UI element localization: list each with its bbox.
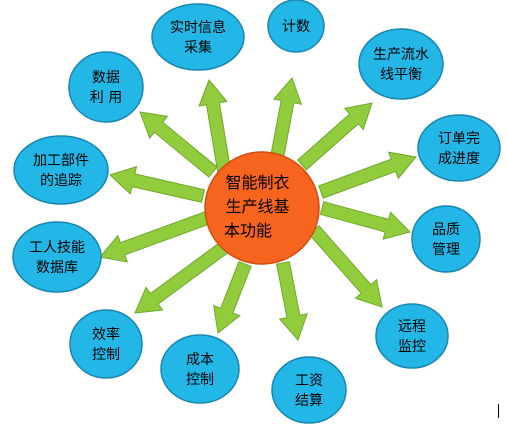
node-label: 成本控制: [186, 352, 214, 388]
node-label: 数据利 用: [90, 70, 122, 106]
node-order-progress: 订单完成进度: [417, 114, 501, 182]
node-label-line: 加工部件: [33, 153, 89, 169]
node-label: 效率控制: [92, 326, 120, 363]
node-label-line: 利 用: [90, 90, 122, 106]
arrow-to-remote-monitor: [308, 224, 383, 308]
arrow-to-efficiency-control: [134, 240, 231, 314]
node-ellipse: [160, 334, 240, 404]
node-data-usage: 数据利 用: [68, 51, 144, 123]
node-ellipse: [12, 221, 102, 293]
node-parts-tracking: 加工部件的追踪: [13, 135, 109, 205]
node-efficiency-control: 效率控制: [69, 309, 143, 379]
node-label-line: 采集: [184, 39, 212, 56]
node-label-line: 控制: [186, 372, 214, 388]
arrow-to-line-balance: [296, 102, 373, 171]
node-label-line: 实时信息: [170, 19, 226, 36]
node-ellipse: [151, 3, 245, 71]
center-ellipse: [204, 151, 320, 265]
node-remote-monitor: 远程监控: [375, 303, 449, 369]
arrow-to-cost-control: [213, 260, 252, 334]
arrows-layer: [99, 77, 417, 341]
node-label: 计数: [282, 19, 310, 35]
node-label-line: 数据: [92, 70, 120, 86]
arrow-to-parts-tracking: [109, 165, 205, 203]
node-label: 加工部件的追踪: [33, 153, 89, 189]
node-wage-settlement: 工资结算: [271, 356, 347, 424]
node-label: 工资结算: [295, 373, 323, 409]
node-ellipse: [69, 309, 143, 379]
center-text-line: 智能制衣: [225, 173, 289, 192]
node-label-line: 生产流水: [373, 47, 429, 63]
arrow-to-counting: [269, 77, 303, 165]
node-line-balance: 生产流水线平衡: [358, 28, 444, 100]
node-label-line: 结算: [295, 393, 323, 409]
node-label-line: 工资: [295, 373, 323, 389]
node-counting: 计数: [267, 0, 325, 53]
center-node: 智能制衣 生产线基 本功能: [204, 151, 320, 265]
node-ellipse: [271, 356, 347, 424]
node-ellipse: [411, 205, 481, 273]
node-label: 实时信息采集: [170, 19, 226, 56]
center-text-line: 生产线基: [225, 197, 289, 216]
node-quality: 品质管理: [411, 205, 481, 273]
node-label-line: 品质: [432, 222, 460, 238]
center-text: 智能制衣 生产线基 本功能: [224, 173, 295, 240]
node-ellipse: [68, 51, 144, 123]
node-ellipse: [358, 28, 444, 100]
arrow-to-wage-settlement: [276, 261, 308, 341]
node-ellipse: [267, 0, 325, 53]
node-label-line: 效率: [92, 326, 120, 343]
node-label: 生产流水线平衡: [373, 47, 429, 83]
node-label-line: 工人技能: [29, 240, 85, 256]
node-label-line: 的追踪: [40, 173, 82, 189]
node-label-line: 成本: [186, 352, 214, 368]
arrow-to-quality: [319, 201, 411, 240]
node-label-line: 订单完: [438, 131, 480, 147]
node-label-line: 控制: [92, 347, 120, 363]
node-label-line: 线平衡: [380, 67, 422, 83]
arrow-to-data-usage: [139, 111, 218, 178]
arrow-to-skill-database: [99, 211, 210, 263]
center-text-line: 本功能: [224, 221, 272, 240]
node-label: 工人技能数据库: [29, 240, 85, 276]
cursor-mark: [498, 404, 499, 418]
node-ellipse: [375, 303, 449, 369]
arrow-to-realtime-info: [198, 79, 231, 172]
node-label-line: 远程: [398, 319, 426, 335]
node-label: 远程监控: [398, 319, 426, 355]
node-label-line: 监控: [398, 339, 426, 355]
node-label-line: 成进度: [438, 151, 480, 167]
node-label-line: 计数: [282, 19, 310, 35]
node-realtime-info: 实时信息采集: [151, 3, 245, 71]
node-ellipse: [417, 114, 501, 182]
node-label: 品质管理: [432, 222, 460, 258]
node-label-line: 管理: [432, 242, 460, 258]
node-ellipse: [13, 135, 109, 205]
node-label: 订单完成进度: [438, 131, 480, 167]
arrow-to-order-progress: [318, 151, 417, 199]
node-label-line: 数据库: [36, 260, 78, 276]
nodes-layer: 实时信息采集计数生产流水线平衡订单完成进度品质管理远程监控工资结算成本控制效率控…: [12, 0, 501, 424]
node-cost-control: 成本控制: [160, 334, 240, 404]
node-skill-database: 工人技能数据库: [12, 221, 102, 293]
